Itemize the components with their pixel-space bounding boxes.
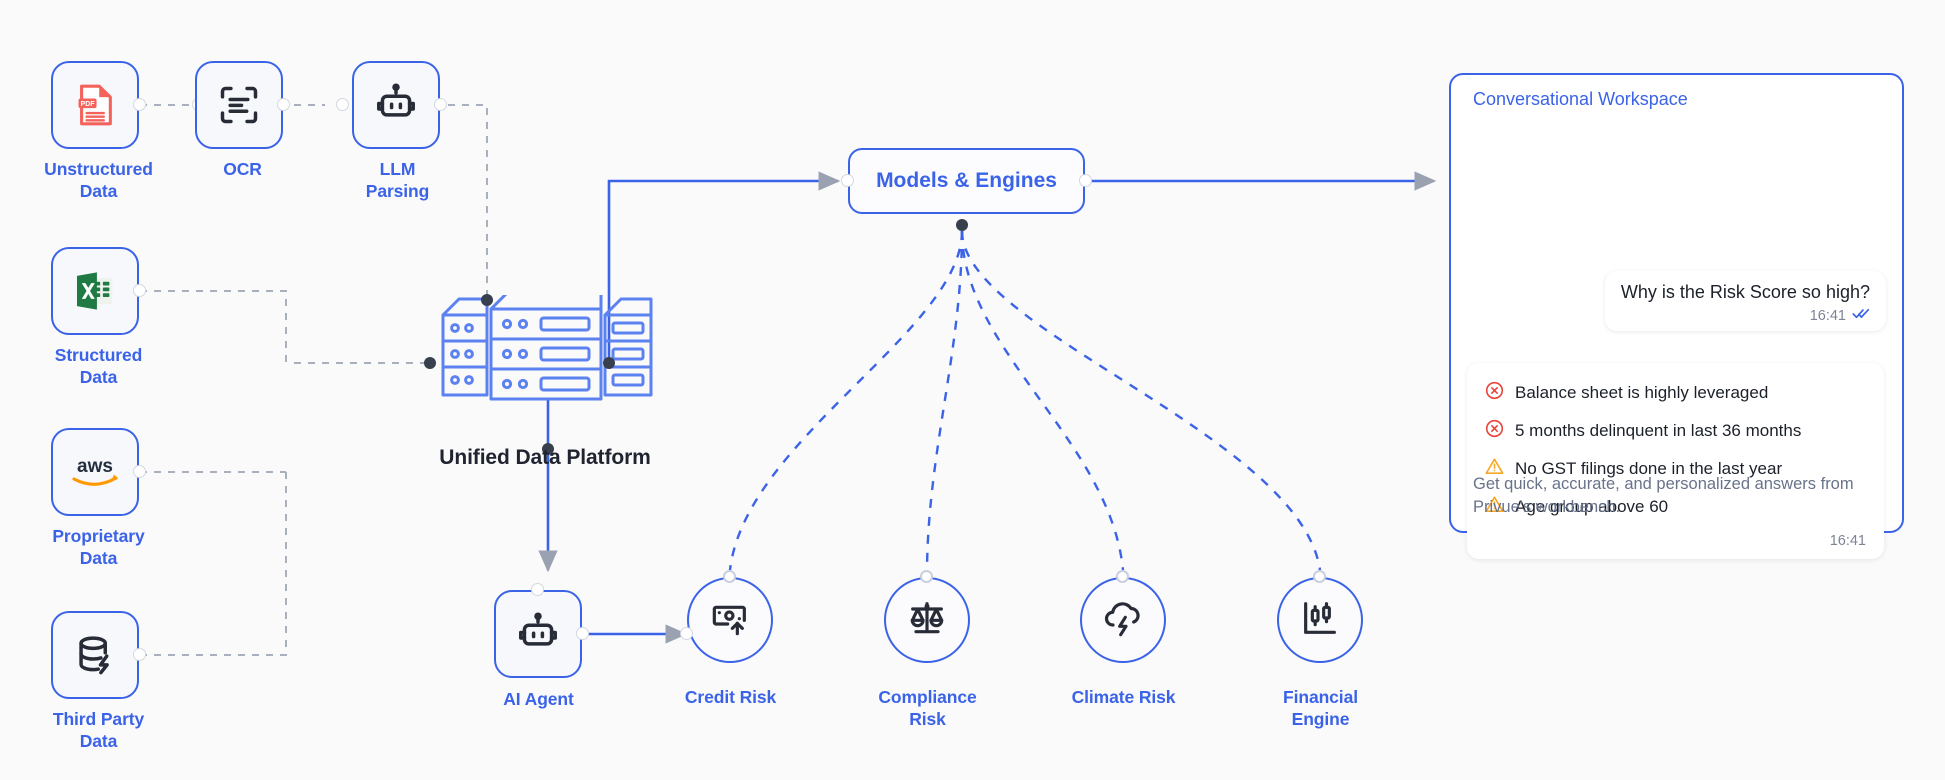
conversational-workspace-panel[interactable]: Conversational Workspace Why is the Risk…	[1449, 73, 1904, 559]
port-proprietary-out	[133, 465, 146, 478]
port-third-party-out	[133, 648, 146, 661]
workspace-footer-text: Get quick, accurate, and personalized an…	[1473, 475, 1854, 517]
port-financial-engine-top	[1313, 570, 1326, 583]
label-credit-risk: Credit Risk	[684, 687, 777, 707]
scales-balance-icon	[907, 598, 947, 643]
finding-item: Balance sheet is highly leveraged	[1485, 381, 1866, 405]
finding-text: 5 months delinquent in last 36 months	[1515, 421, 1802, 440]
node-ocr[interactable]	[195, 61, 283, 149]
warning-triangle-icon	[1485, 495, 1504, 519]
port-credit-risk-in	[680, 627, 693, 640]
node-credit-risk[interactable]	[687, 577, 773, 663]
scan-text-icon	[217, 83, 261, 127]
finding-item: No GST filings done in the last year	[1485, 457, 1866, 481]
candlestick-chart-icon	[1300, 598, 1340, 643]
port-platform-top	[481, 294, 493, 306]
assistant-message-meta: 16:41	[1485, 533, 1866, 549]
double-check-icon	[1852, 307, 1870, 324]
node-climate-risk[interactable]	[1080, 577, 1166, 663]
svg-text:PDF: PDF	[81, 101, 95, 108]
port-platform-left	[424, 357, 436, 369]
circle-x-icon	[1485, 381, 1504, 405]
node-financial-engine[interactable]	[1277, 577, 1363, 663]
port-structured-out	[133, 284, 146, 297]
node-llm-parsing[interactable]	[352, 61, 440, 149]
models-and-engines-label: Models & Engines	[876, 169, 1057, 192]
label-ai-agent: AI Agent	[503, 689, 574, 709]
chat-bubble-user: Why is the Risk Score so high? 16:41	[1604, 271, 1886, 331]
svg-text:aws: aws	[77, 456, 113, 477]
node-third-party-data[interactable]	[51, 611, 139, 699]
port-climate-risk-top	[1116, 570, 1129, 583]
port-models-out	[1079, 174, 1092, 187]
robot-icon	[374, 83, 418, 127]
node-models-and-engines[interactable]: Models & Engines	[848, 148, 1085, 214]
cloud-lightning-icon	[1103, 598, 1143, 643]
user-message-time: 16:41	[1809, 307, 1846, 324]
warning-triangle-icon	[1485, 457, 1504, 481]
finding-item: Age group above 60	[1485, 495, 1866, 519]
node-ai-agent[interactable]	[494, 590, 582, 678]
port-models-bottom	[956, 219, 968, 231]
workspace-title: Conversational Workspace	[1473, 89, 1688, 109]
assistant-message-time: 16:41	[1829, 533, 1866, 549]
node-unified-data-platform[interactable]	[425, 289, 669, 410]
port-agent-top	[531, 583, 544, 596]
node-proprietary-data[interactable]: aws	[51, 428, 139, 516]
label-climate-risk: Climate Risk	[1071, 687, 1176, 707]
finding-item: 5 months delinquent in last 36 months	[1485, 419, 1866, 443]
label-unified-data-platform: Unified Data Platform	[439, 446, 651, 469]
finding-text: No GST filings done in the last year	[1515, 459, 1783, 478]
pdf-file-icon: PDF	[72, 82, 118, 128]
circle-x-icon	[1485, 419, 1504, 443]
banknote-up-icon	[710, 598, 750, 643]
robot-icon	[516, 612, 560, 656]
aws-logo-icon: aws	[65, 452, 125, 492]
port-unstructured-out	[133, 98, 146, 111]
server-rack-icon	[425, 289, 669, 409]
port-agent-out	[576, 627, 589, 640]
node-compliance-risk[interactable]	[884, 577, 970, 663]
port-models-in	[841, 174, 854, 187]
finding-text: Age group above 60	[1515, 497, 1669, 516]
port-credit-risk-top	[723, 570, 736, 583]
label-ocr: OCR	[223, 159, 262, 179]
port-platform-right	[603, 357, 615, 369]
user-message-text: Why is the Risk Score so high?	[1620, 282, 1870, 302]
port-compliance-risk-top	[920, 570, 933, 583]
finding-text: Balance sheet is highly leveraged	[1515, 383, 1769, 402]
port-llm-in	[336, 98, 349, 111]
port-platform-bottom	[542, 443, 554, 455]
excel-spreadsheet-icon	[72, 268, 118, 314]
port-llm-out	[434, 98, 447, 111]
database-bolt-icon	[73, 633, 117, 677]
node-unstructured-data[interactable]: PDF	[51, 61, 139, 149]
chat-bubble-assistant: Balance sheet is highly leveraged 5 mont…	[1467, 363, 1884, 559]
user-message-meta: 16:41	[1621, 307, 1870, 324]
node-structured-data[interactable]	[51, 247, 139, 335]
port-ocr-out	[277, 98, 290, 111]
